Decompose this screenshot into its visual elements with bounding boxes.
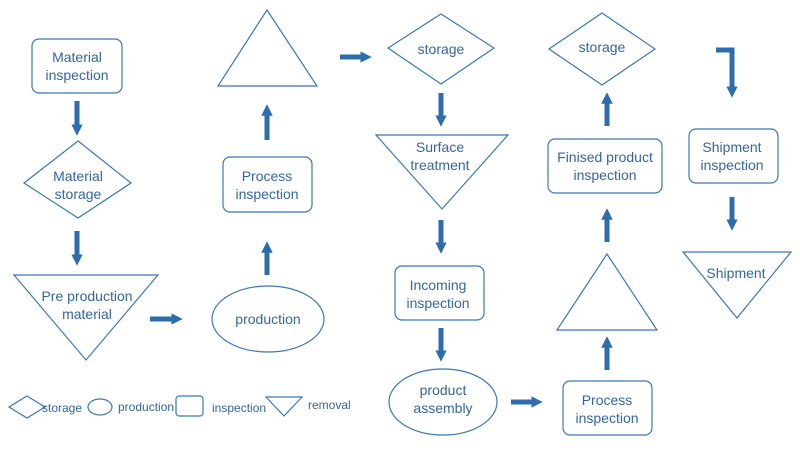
node-label-line: Process bbox=[242, 168, 293, 184]
node-label-line: treatment bbox=[410, 157, 469, 173]
node-label-line: production bbox=[235, 311, 300, 327]
node-process-inspection-1: Process inspection bbox=[222, 156, 313, 213]
node-label-line: inspection bbox=[406, 295, 469, 311]
node-label-line: inspection bbox=[45, 67, 108, 83]
legend-rect-icon bbox=[175, 395, 204, 417]
node-label-line: storage bbox=[418, 41, 465, 57]
legend-label: removal bbox=[308, 398, 351, 412]
node-material-inspection: Material inspection bbox=[31, 38, 123, 94]
legend-item-storage: storage bbox=[7, 395, 82, 419]
node-label-line: inspection bbox=[700, 157, 763, 173]
node-label-line: inspection bbox=[575, 410, 638, 426]
node-label-line: material bbox=[62, 306, 112, 322]
node-label-line: assembly bbox=[413, 400, 472, 416]
node-label-line: Shipment bbox=[702, 139, 761, 155]
node-material-storage: Material storage bbox=[22, 140, 133, 219]
node-label-line: Material bbox=[52, 49, 102, 65]
node-label-line: Finised product bbox=[557, 149, 653, 165]
node-label-line: Incoming bbox=[410, 277, 467, 293]
node-label-line: storage bbox=[579, 39, 626, 55]
node-shipment: Shipment bbox=[681, 251, 793, 319]
legend-item-removal: removal bbox=[264, 396, 351, 417]
legend-label: production bbox=[118, 400, 174, 414]
node-label-line: Process bbox=[582, 392, 633, 408]
node-storage-1: storage bbox=[386, 13, 496, 85]
node-surface-treatment: Surface treatment bbox=[374, 134, 510, 210]
node-label-line: storage bbox=[55, 186, 102, 202]
legend-diamond-icon bbox=[7, 395, 47, 419]
node-product-assembly: product assembly bbox=[388, 368, 498, 436]
node-shipment-inspection: Shipment inspection bbox=[688, 128, 779, 184]
node-label-line: Surface bbox=[416, 139, 464, 155]
legend-item-production: production bbox=[87, 398, 174, 416]
node-label-line: product bbox=[420, 382, 467, 398]
node-pre-production-material: Pre production material bbox=[12, 274, 160, 361]
legend: storage production inspection removal bbox=[7, 395, 351, 419]
node-process-inspection-2: Process inspection bbox=[562, 380, 653, 436]
legend-ellipse-icon bbox=[87, 398, 113, 416]
node-label-line: Pre production bbox=[41, 288, 132, 304]
node-transport-2 bbox=[555, 252, 659, 331]
flow-arrow bbox=[716, 47, 738, 98]
node-label-line: Material bbox=[53, 168, 103, 184]
legend-item-inspection: inspection bbox=[175, 395, 266, 417]
node-label-line: inspection bbox=[235, 186, 298, 202]
node-label-line: inspection bbox=[573, 167, 636, 183]
node-finished-product-inspection: Finised product inspection bbox=[547, 138, 663, 194]
legend-triangle-icon bbox=[264, 396, 304, 417]
node-label-line: Shipment bbox=[706, 265, 765, 281]
legend-label: inspection bbox=[212, 401, 266, 415]
legend-label: storage bbox=[42, 401, 82, 415]
node-transport-1 bbox=[216, 8, 319, 87]
node-incoming-inspection: Incoming inspection bbox=[394, 265, 485, 321]
node-storage-2: storage bbox=[547, 12, 657, 86]
node-production: production bbox=[211, 285, 325, 353]
